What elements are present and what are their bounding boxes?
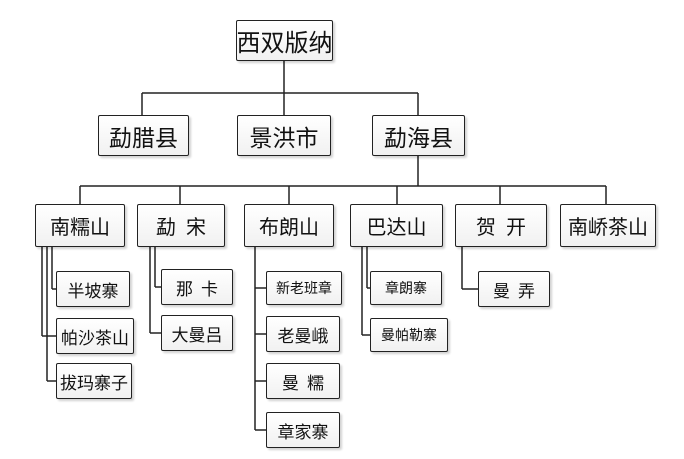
mountain-node-nannuo: 南糯山	[35, 204, 125, 247]
village-node-naka: 那卡	[161, 269, 233, 305]
village-node-pasha: 帕沙茶山	[56, 318, 134, 354]
village-node-damanlv: 大曼吕	[161, 315, 233, 351]
village-node-mannong: 曼弄	[478, 271, 550, 307]
mountain-node-mengsong: 勐宋	[137, 204, 225, 247]
village-node-manpale: 曼帕勒寨	[370, 318, 448, 352]
village-node-banpo: 半坡寨	[56, 271, 130, 307]
county-node-menghai: 勐海县	[372, 115, 465, 156]
mountain-node-bulang: 布朗山	[244, 204, 334, 247]
village-node-xinlaobanzhang: 新老班章	[266, 271, 342, 305]
mountain-node-bada: 巴达山	[350, 204, 443, 247]
county-node-jinghong: 景洪市	[237, 115, 331, 156]
root-node: 西双版纳	[236, 20, 333, 61]
village-node-zhangjia: 章家寨	[266, 412, 340, 448]
county-node-mengla: 勐腊县	[98, 115, 189, 156]
mountain-node-nanqiao: 南峤茶山	[560, 204, 656, 247]
mountain-node-hekai: 贺开	[455, 204, 547, 247]
village-node-mannuo: 曼糯	[266, 363, 340, 399]
village-node-bama: 拔玛寨子	[56, 363, 132, 399]
village-node-laomane: 老曼峨	[266, 316, 340, 352]
village-node-zhanglang: 章朗寨	[370, 271, 442, 305]
